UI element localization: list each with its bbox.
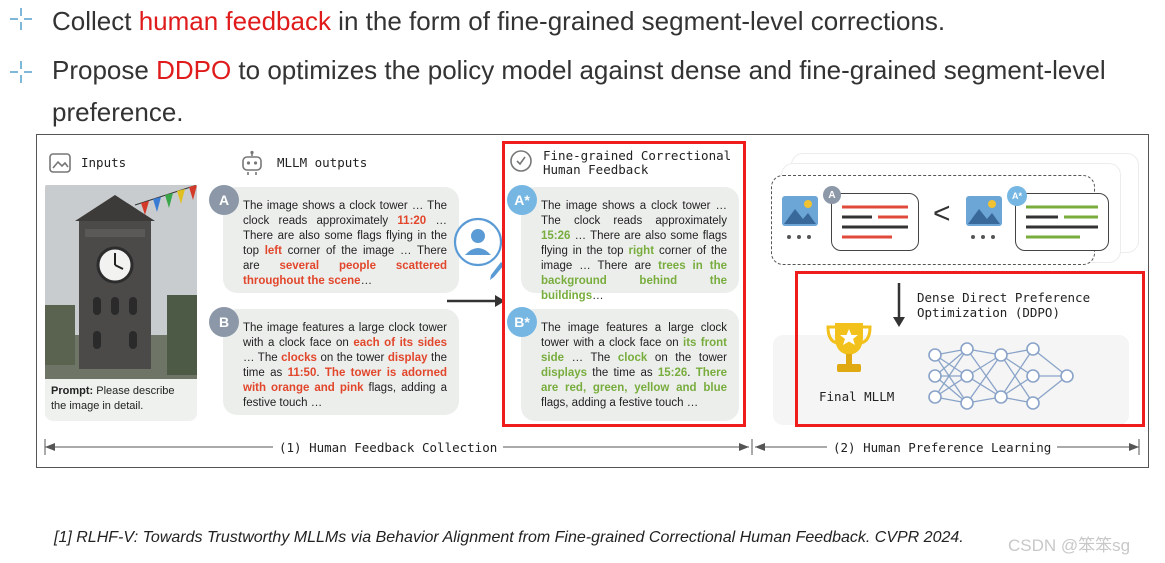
response-a-star-badge: A* bbox=[507, 185, 537, 215]
response-text: The image shows a clock tower … The cloc… bbox=[243, 200, 447, 227]
highlighted-segment: 15:26 bbox=[541, 230, 571, 242]
response-text: corner of the image … There are bbox=[243, 245, 448, 272]
highlighted-segment: The tower is adorned with orange and pin… bbox=[243, 367, 447, 394]
response-text: corner of the image … There are bbox=[541, 245, 727, 272]
compare-badge-a-star: A* bbox=[1007, 186, 1027, 206]
response-text: … There are also some flags flying in th… bbox=[541, 230, 727, 257]
response-text: . bbox=[316, 367, 325, 379]
highlighted-segment: displays bbox=[541, 367, 588, 379]
response-text: … bbox=[592, 290, 604, 302]
stage-2-label: (2) Human Preference Learning bbox=[827, 440, 1058, 455]
ddpo-label-line2: Optimization (DDPO) bbox=[917, 305, 1060, 320]
prompt-label: Prompt: bbox=[51, 385, 94, 397]
response-text: . bbox=[687, 367, 696, 379]
bullet-1: Collect human feedback in the form of fi… bbox=[8, 4, 1152, 40]
feedback-highlight-box bbox=[502, 141, 746, 427]
pipeline-figure: Inputs MLLM outputs bbox=[36, 134, 1149, 468]
prompt-text: Please describe the image in detail. bbox=[51, 385, 175, 412]
arrow-down-icon bbox=[891, 283, 907, 334]
bullet-text: to optimizes the policy model against de… bbox=[52, 55, 1106, 127]
response-text: the time as bbox=[587, 367, 658, 379]
bullet-text: in the form of fine-grained segment-leve… bbox=[330, 6, 946, 36]
highlighted-segment: left bbox=[264, 245, 282, 257]
highlighted-segment: its front side bbox=[541, 337, 727, 364]
bullet-cross-icon bbox=[8, 49, 52, 97]
feedback-label-line2: Human Feedback bbox=[543, 162, 649, 177]
bullet-highlight: human feedback bbox=[138, 6, 331, 36]
response-text: … The bbox=[243, 352, 282, 364]
response-b-badge: B bbox=[209, 307, 239, 337]
picture-thumbnail-icon bbox=[965, 195, 1003, 250]
feedback-label-line1: Fine-grained Correctional bbox=[543, 148, 732, 163]
response-a-thumbnail bbox=[831, 193, 919, 251]
highlighted-segment: clocks bbox=[281, 352, 317, 364]
neural-network-icon bbox=[925, 341, 1085, 416]
response-text: … There are also some flags flying in th… bbox=[243, 215, 447, 257]
response-a-star-thumbnail bbox=[1015, 193, 1109, 251]
less-than-sign: < bbox=[933, 197, 951, 230]
highlighted-segment: 11:50 bbox=[287, 367, 317, 379]
bullet-highlight: DDPO bbox=[156, 55, 232, 85]
highlighted-segment: each of its sides bbox=[353, 337, 447, 349]
outputs-label: MLLM outputs bbox=[277, 155, 368, 170]
response-a-badge: A bbox=[209, 185, 239, 215]
clock-tower-photo bbox=[45, 185, 197, 381]
footnote: [1] RLHF-V: Towards Trustworthy MLLMs vi… bbox=[54, 529, 964, 546]
highlighted-segment: trees in the background behind the build… bbox=[541, 260, 727, 302]
response-b-card: The image features a large clock tower w… bbox=[223, 309, 459, 415]
highlighted-segment: 11:20 bbox=[397, 215, 427, 227]
image-icon bbox=[49, 153, 71, 178]
bullet-2: Propose DDPO to optimizes the policy mod… bbox=[8, 49, 1152, 133]
highlighted-segment: 15:26 bbox=[657, 367, 688, 379]
highlighted-segment: clock bbox=[617, 352, 648, 364]
response-text: … bbox=[360, 275, 373, 287]
final-mllm-label: Final MLLM bbox=[819, 389, 895, 404]
arrow-right-icon bbox=[447, 293, 507, 314]
response-text: flags, adding a festive touch … bbox=[243, 382, 447, 409]
response-text: The image features a large clock tower w… bbox=[243, 322, 447, 349]
response-b-star-badge: B* bbox=[507, 307, 537, 337]
annotator-icon bbox=[453, 217, 503, 272]
response-text: flags, adding a festive touch … bbox=[541, 397, 699, 409]
highlighted-segment: There are red, green, yellow and blue bbox=[541, 367, 728, 394]
ddpo-label-line1: Dense Direct Preference bbox=[917, 290, 1091, 305]
watermark: CSDN @笨笨sg bbox=[1008, 536, 1131, 555]
response-text: on the tower bbox=[647, 352, 728, 364]
robot-icon bbox=[239, 150, 265, 181]
pencil-icon bbox=[489, 261, 505, 286]
inputs-label: Inputs bbox=[81, 155, 127, 170]
highlighted-segment: display bbox=[387, 352, 428, 364]
highlighted-segment: several people scattered throughout the … bbox=[243, 260, 447, 287]
bullet-text: Propose bbox=[52, 55, 157, 85]
response-text: the time as bbox=[243, 352, 447, 379]
response-b-star-card: The image features a large clock tower w… bbox=[521, 309, 739, 421]
response-text: … The bbox=[564, 352, 618, 364]
feedback-icon bbox=[509, 149, 533, 178]
response-a-star-card: The image shows a clock tower … The cloc… bbox=[521, 187, 739, 302]
bullet-cross-icon bbox=[8, 4, 52, 40]
ddpo-highlight-box bbox=[795, 271, 1145, 427]
compare-badge-a: A bbox=[823, 186, 841, 204]
response-a-card: The image shows a clock tower … The cloc… bbox=[223, 187, 459, 293]
trophy-icon bbox=[825, 319, 873, 384]
prompt-box: Prompt: Please describe the image in det… bbox=[45, 379, 197, 421]
response-text: The image features a large clock tower w… bbox=[541, 322, 727, 349]
response-text: on the tower bbox=[316, 352, 388, 364]
highlighted-segment: right bbox=[628, 245, 655, 257]
bullet-text: Collect bbox=[52, 6, 139, 36]
picture-thumbnail-icon bbox=[781, 195, 819, 250]
stage-1-label: (1) Human Feedback Collection bbox=[273, 440, 504, 455]
response-text: The image shows a clock tower … The cloc… bbox=[541, 200, 727, 227]
